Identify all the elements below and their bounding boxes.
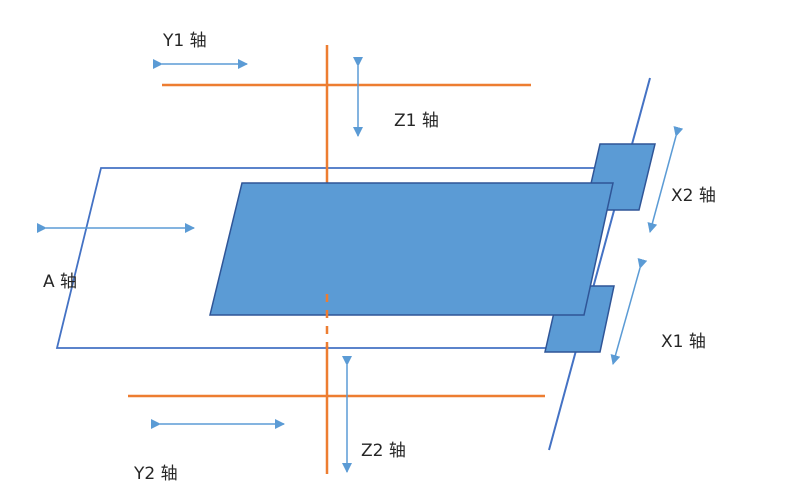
a-axis-label: A 轴 bbox=[43, 272, 77, 292]
z1-axis-label: Z1 轴 bbox=[394, 111, 439, 131]
x2-arrow bbox=[647, 126, 684, 233]
y1-axis-label: Y1 轴 bbox=[162, 31, 207, 51]
x1-axis-label: X1 轴 bbox=[661, 332, 706, 352]
x1-arrow bbox=[610, 257, 648, 365]
x2-axis-label: X2 轴 bbox=[671, 186, 716, 206]
x-axis-rail bbox=[548, 77, 651, 451]
y2-axis-label: Y2 轴 bbox=[133, 464, 178, 484]
z2-axis-label: Z2 轴 bbox=[361, 441, 406, 461]
main-panel bbox=[209, 182, 614, 316]
